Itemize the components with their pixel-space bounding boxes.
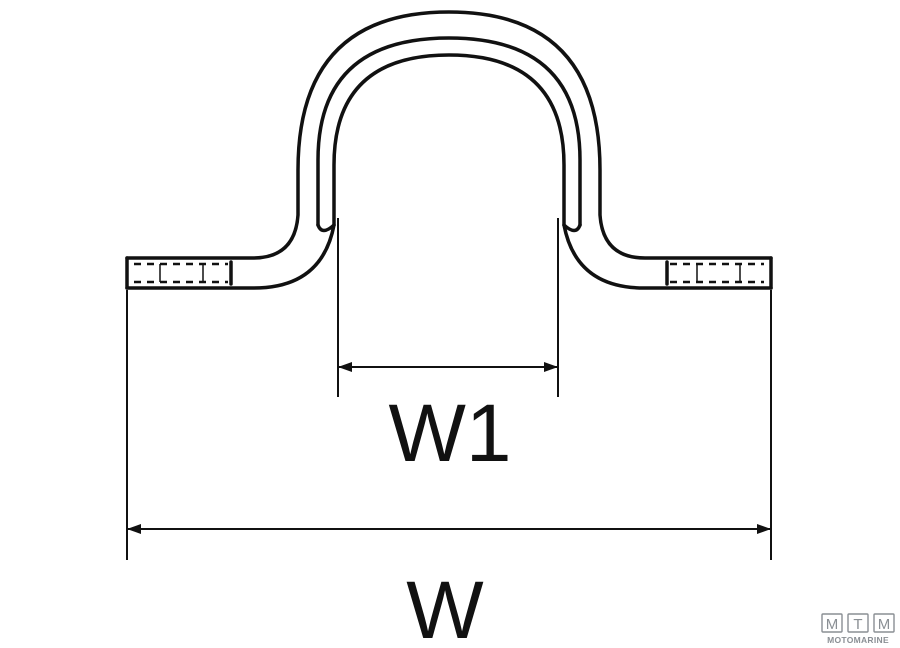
logo-letter-2: T: [853, 616, 862, 633]
dimension-w: [126, 290, 772, 560]
motomarine-logo: M T M MOTOMARINE: [821, 613, 895, 645]
clamp-inner-profile: [125, 53, 773, 290]
clamp-right-return: [562, 223, 582, 233]
logo-letter-1: M: [826, 616, 839, 633]
dimension-w1: [337, 218, 559, 397]
saddle-clamp: [125, 10, 773, 290]
w-label: W: [406, 565, 484, 648]
clamp-left-return: [316, 223, 336, 233]
logo-name: MOTOMARINE: [827, 635, 889, 645]
mounting-hole-left: [134, 262, 228, 284]
logo-letter-3: M: [878, 616, 891, 633]
clamp-inner-arch-line: [316, 36, 582, 227]
clamp-outer-profile: [125, 10, 773, 260]
w1-label: W1: [389, 388, 512, 479]
mounting-hole-right: [670, 262, 764, 284]
